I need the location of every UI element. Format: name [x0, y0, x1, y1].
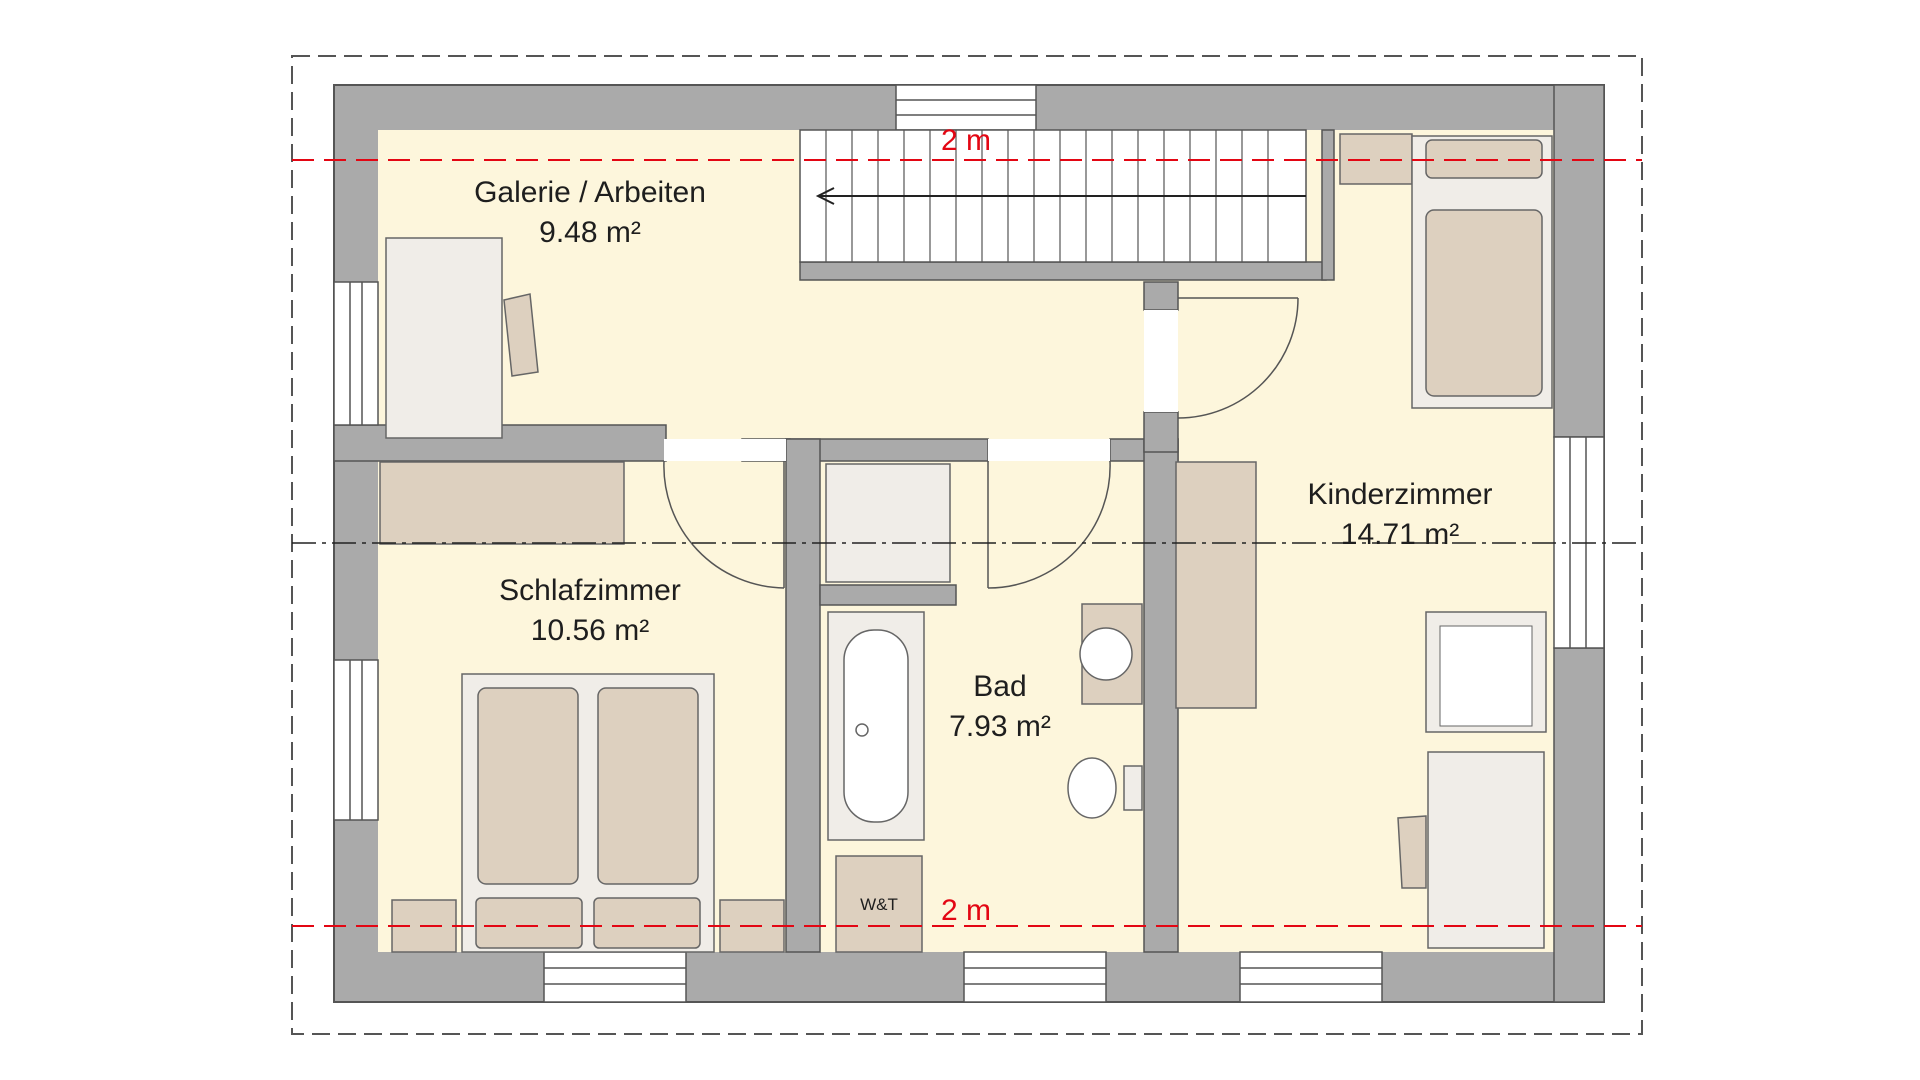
wardrobe-kinderzimmer [1175, 461, 1257, 709]
room-name-galerie: Galerie / Arbeiten [474, 176, 706, 209]
double-bed [391, 673, 785, 953]
dimension-label-top: 2 m [941, 124, 991, 157]
room-name-schlafzimmer: Schlafzimmer [499, 574, 681, 607]
room-name-kinderzimmer: Kinderzimmer [1307, 478, 1492, 511]
washer-dryer-label: W&T [860, 895, 898, 914]
outer-boundary [291, 55, 1643, 1035]
room-area-kinderzimmer: 14.71 m² [1341, 518, 1459, 551]
stair-arrow-icon [815, 187, 835, 205]
room-area-bad: 7.93 m² [949, 710, 1051, 743]
wardrobe-schlafzimmer [379, 461, 625, 545]
room-area-schlafzimmer: 10.56 m² [531, 614, 649, 647]
bath-fixtures [825, 463, 1143, 953]
washer-dryer [835, 855, 923, 953]
room-name-bad: Bad [973, 670, 1026, 703]
room-area-galerie: 9.48 m² [539, 216, 641, 249]
desk-galerie [385, 237, 539, 439]
dimension-label-bottom: 2 m [941, 894, 991, 927]
kinderzimmer-furniture [1175, 133, 1553, 949]
reference-lines [292, 159, 1642, 927]
shower [825, 463, 951, 583]
sink [1079, 627, 1133, 681]
desk-kinderzimmer [1427, 751, 1545, 949]
toilet [1067, 757, 1117, 819]
doors [663, 297, 1299, 589]
staircase [799, 129, 1307, 263]
